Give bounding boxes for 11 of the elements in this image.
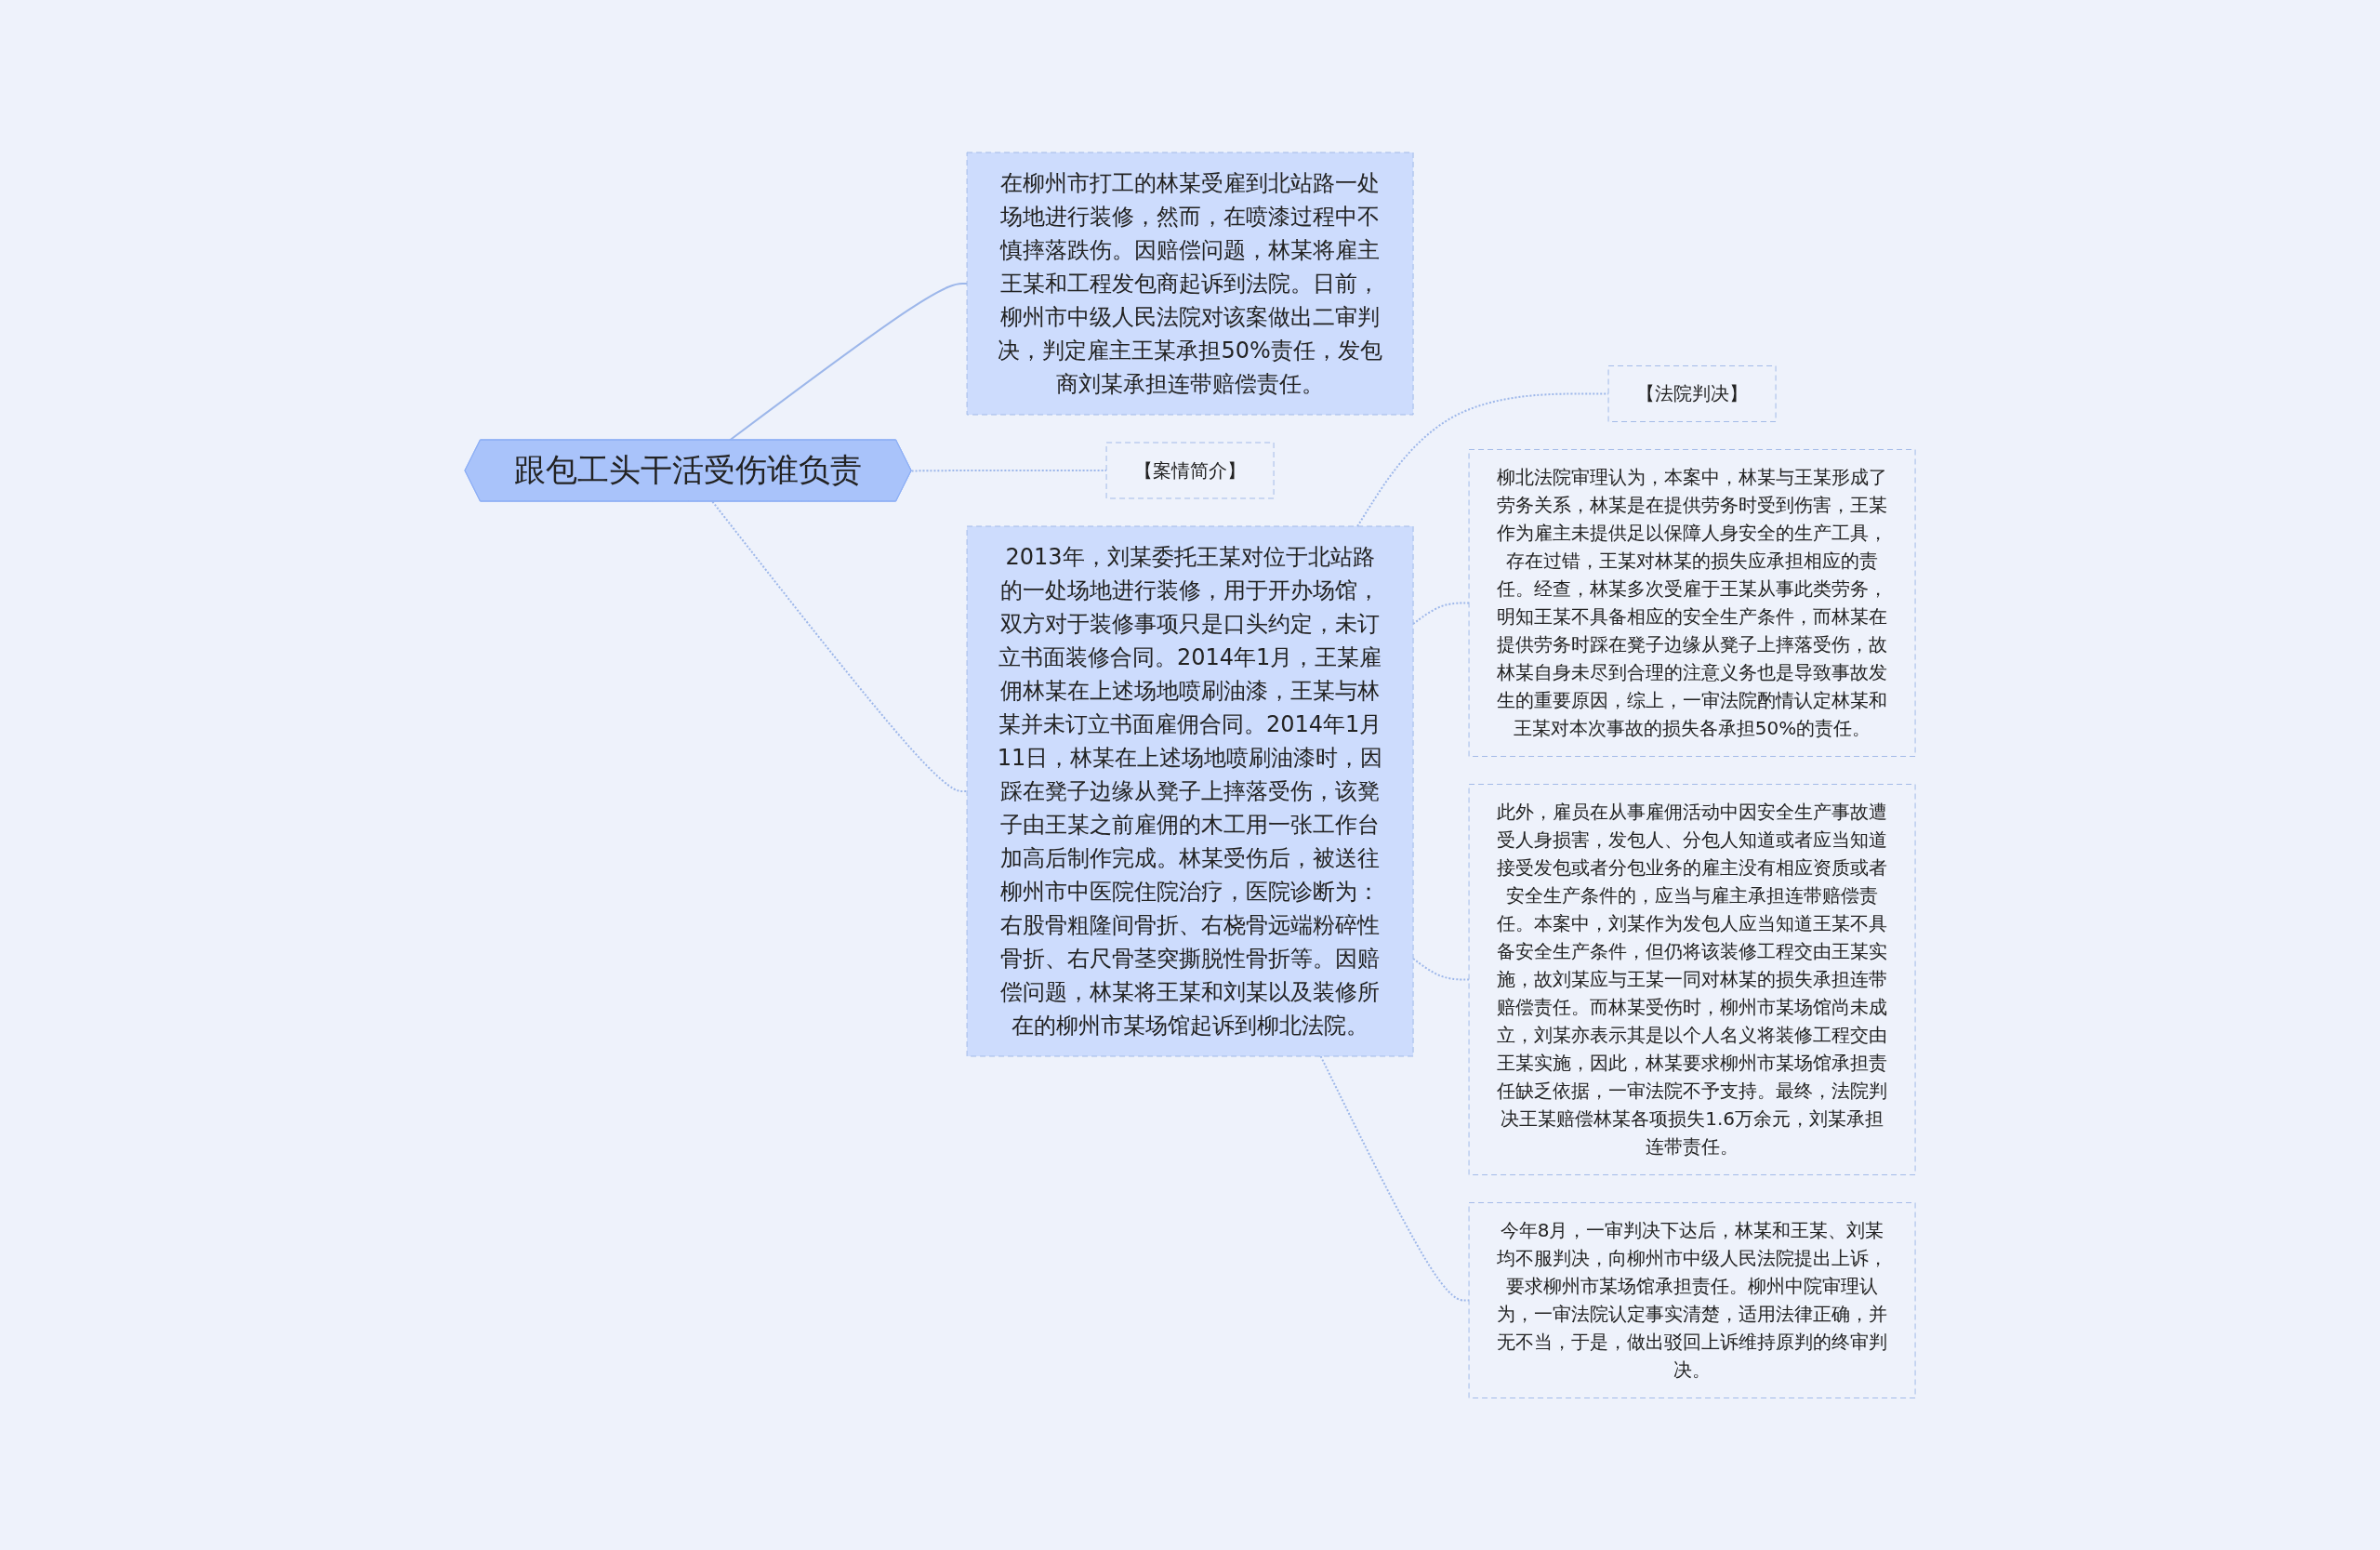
connector xyxy=(711,500,969,792)
node-box: 【法院判决】 xyxy=(1607,364,1777,422)
node-box: 在柳州市打工的林某受雇到北站路一处场地进行装修，然而，在喷漆过程中不慎摔落跌伤。因赔偿问题，林某将雇主王某和工程发包商起诉到法院。日前，柳州市中级人民法院对该案做出二审判决，判定雇主王某承担50%责任，发包商刘某承担连带赔偿责任。 xyxy=(966,152,1414,416)
node-box: 柳北法院审理认为，本案中，林某与王某形成了劳务关系，林某是在提供劳务时受到伤害，王某作为雇主未提供足以保障人身安全的生产工具，存在过错，王某对林某的损失应承担相应的责任。经查，林某多次受雇于王某从事此类劳务，明知王某不具备相应的安全生产条件，而林某在提供劳务时踩在凳子边缘从凳子上摔落受伤，故林某自身未尽到合理的注意义务也是导致事故发生的重要原因，综上，一审法院酌情认定林某和王某对本次事故的损失各承担50%的责任。 xyxy=(1468,448,1916,757)
connector xyxy=(1412,602,1471,625)
connector xyxy=(1412,957,1471,981)
node-box: 此外，雇员在从事雇佣活动中因安全生产事故遭受人身损害，发包人、分包人知道或者应当知道接受发包或者分包业务的雇主没有相应资质或者安全生产条件的，应当与雇主承担连带赔偿责任。本案中，刘某作为发包人应当知道王某不具备安全生产条件，但仍将该装修工程交由王某实施，故刘某应与王某一同对林某的损失承担连带赔偿责任。而林某受伤时，柳州市某场馆尚未成立，刘某亦表示其是以个人名义将装修工程交由王某实施，因此，林某要求柳州市某场馆承担责任缺乏依据，一审法院不予支持。最终，法院判决王某赔偿林某各项损失1.6万余元，刘某承担连带责任。 xyxy=(1468,783,1916,1175)
connector xyxy=(910,469,1108,472)
node-box: 【案情简介】 xyxy=(1105,442,1275,499)
node-box: 今年8月，一审判决下达后，林某和王某、刘某均不服判决，向柳州市中级人民法院提出上诉，要求柳州市某场馆承担责任。柳州中院审理认为，一审法院认定事实清楚，适用法律正确，并无不当，于是，做出驳回上诉维持原判的终审判决。 xyxy=(1468,1201,1916,1398)
node-box: 2013年，刘某委托王某对位于北站路的一处场地进行装修，用于开办场馆，双方对于装修事项只是口头约定，未订立书面装修合同。2014年1月，王某雇佣林某在上述场地喷刷油漆，王某与林某并未订立书面雇佣合同。2014年1月11日，林某在上述场地喷刷油漆时，因踩在凳子边缘从凳子上摔落受伤，该凳子由王某之前雇佣的木工用一张工作台加高后制作完成。林某受伤后，被送往柳州市中医院住院治疗，医院诊断为：右股骨粗隆间骨折、右桡骨远端粉碎性骨折、右尺骨茎突撕脱性骨折等。因赔偿问题，林某将王某和刘某以及装修所在的柳州市某场馆起诉到柳北法院。 xyxy=(966,525,1414,1057)
